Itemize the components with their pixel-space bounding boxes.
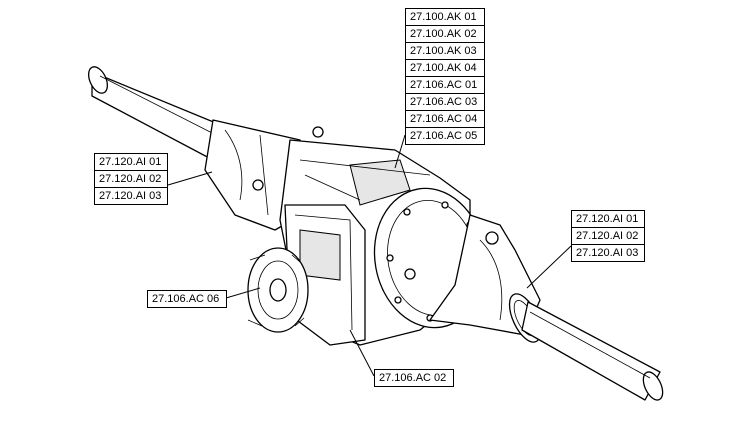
callout-label: 27.120.AI 01	[572, 211, 644, 228]
drive-pulley	[247, 247, 309, 333]
callout-label: 27.106.AC 04	[406, 111, 484, 128]
callout-left: 27.120.AI 01 27.120.AI 02 27.120.AI 03	[94, 153, 168, 205]
callout-label: 27.106.AC 03	[406, 94, 484, 111]
leader-lines	[167, 134, 572, 377]
callout-label: 27.106.AC 05	[410, 130, 478, 142]
callout-label: 27.120.AI 03	[99, 190, 162, 202]
callout-label: 27.100.AK 02	[406, 26, 484, 43]
callout-top-center: 27.100.AK 01 27.100.AK 02 27.100.AK 03 2…	[405, 8, 485, 145]
callout-right: 27.120.AI 01 27.120.AI 02 27.120.AI 03	[571, 210, 645, 262]
left-axle-shaft	[87, 66, 229, 161]
callout-label: 27.100.AK 03	[406, 43, 484, 60]
callout-bottom-left: 27.106.AC 06	[147, 290, 227, 308]
leader-left	[167, 171, 213, 186]
callout-bottom-center: 27.106.AC 02	[374, 369, 454, 387]
callout-label: 27.106.AC 06	[152, 293, 220, 305]
leader-bottom-center	[349, 329, 375, 377]
callout-label: 27.100.AK 01	[406, 9, 484, 26]
callout-label: 27.120.AI 01	[95, 154, 167, 171]
leader-top-center	[394, 134, 406, 169]
callout-label: 27.120.AI 03	[576, 247, 639, 259]
callout-label: 27.120.AI 02	[95, 171, 167, 188]
callout-label: 27.120.AI 02	[572, 228, 644, 245]
callout-label: 27.100.AK 04	[406, 60, 484, 77]
leader-right	[526, 245, 572, 289]
callout-label: 27.106.AC 01	[406, 77, 484, 94]
callout-label: 27.106.AC 02	[379, 372, 447, 384]
leader-bottom-left	[225, 287, 261, 299]
right-axle-shaft	[521, 301, 664, 401]
